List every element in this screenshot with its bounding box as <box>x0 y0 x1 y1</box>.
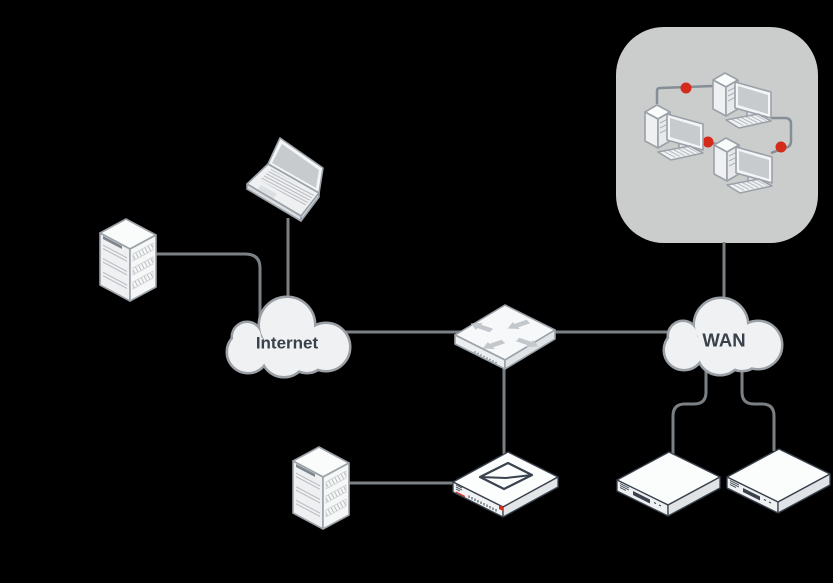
connection-line-wan-router1 <box>671 362 708 454</box>
laptop-icon <box>246 137 324 222</box>
wan-label: WAN <box>702 330 745 351</box>
red-node-dot-1 <box>680 82 692 94</box>
red-node-dot-3 <box>775 141 787 153</box>
router-switch-icon <box>454 304 556 370</box>
connection-line-wan-router2 <box>740 360 776 451</box>
lan-group-background <box>616 27 818 243</box>
red-logo-badge <box>499 505 503 511</box>
mail-gateway-appliance-icon <box>452 451 559 518</box>
mail-server-tower-icon <box>292 446 350 530</box>
wan-router-2-icon <box>726 448 831 514</box>
server-tower-icon <box>99 218 157 302</box>
lan-link-top-bottom <box>770 116 793 155</box>
switch-ports <box>474 351 497 364</box>
front-ports <box>468 495 497 512</box>
front-label <box>455 484 463 492</box>
envelope-icon <box>478 461 534 491</box>
red-node-dot-2 <box>702 136 714 148</box>
wan-router-1-icon <box>616 451 721 517</box>
lan-link-left-top <box>655 84 714 104</box>
internet-cloud-icon: Internet <box>225 295 352 379</box>
connection-lines <box>155 218 776 485</box>
red-brand-text <box>455 491 466 498</box>
connection-line-server-internet <box>155 252 262 320</box>
internet-label: Internet <box>256 334 319 353</box>
wan-cloud-icon: WAN <box>662 296 784 377</box>
